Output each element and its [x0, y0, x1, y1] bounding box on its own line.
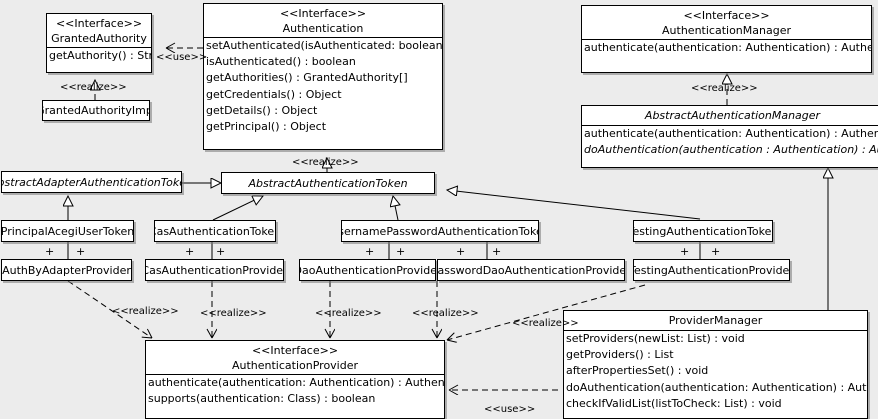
class-username-password-authentication-token[interactable]: UsernamePasswordAuthenticationToken [341, 220, 539, 242]
class-header: <<Interface>> GrantedAuthority [47, 14, 151, 47]
operation-item: authenticate(authentication: Authenticat… [584, 41, 871, 54]
multiplicity-plus: + [365, 245, 375, 258]
compartment-divider [582, 125, 878, 126]
class-dao-authentication-provider[interactable]: DaoAuthenticationProvider [299, 259, 436, 281]
class-name: AuthByAdapterProvider [2, 263, 131, 277]
operations-compartment: authenticate(authentication: Authenticat… [582, 40, 871, 56]
multiplicity-plus: + [492, 245, 502, 258]
edge-label-realize-token-authentication: <<realize>> [292, 157, 359, 168]
class-cas-authentication-token[interactable]: CasAuthenticationToken [154, 220, 276, 242]
compartment-divider [146, 374, 444, 375]
edge-label-realize-cas-provider: <<realize>> [200, 308, 267, 319]
class-abstract-authentication-token[interactable]: AbstractAuthenticationToken [221, 172, 435, 194]
class-provider-manager[interactable]: ProviderManager setProviders(newList: Li… [563, 310, 868, 419]
class-name: AuthenticationProvider [231, 359, 359, 372]
operation-item: getDetails() : Object [206, 103, 318, 117]
operation-item: doAuthentication(authentication : Authen… [584, 143, 878, 157]
edge-label-realize-provider-manager: <<realize>> [512, 318, 579, 329]
compartment-divider [564, 330, 867, 331]
multiplicity-plus: + [185, 245, 195, 258]
multiplicity-plus: + [396, 245, 406, 258]
class-authentication-provider[interactable]: <<Interface>> AuthenticationProvider aut… [145, 340, 445, 419]
operation-item: isAuthenticated() : boolean [206, 55, 356, 69]
edge-testingauthenticationtoken-extends-abstracttoken [447, 190, 701, 220]
operation-item: supports(authentication: Class) : boolea… [148, 392, 376, 406]
operation-item: getAuthorities() : GrantedAuthority[] [206, 71, 408, 85]
class-name: PasswordDaoAuthenticationProvider [437, 263, 625, 277]
multiplicity-plus: + [711, 245, 721, 258]
multiplicity-plus: + [680, 245, 690, 258]
class-name: UsernamePasswordAuthenticationToken [341, 224, 539, 238]
edge-label-realize-dao-provider: <<realize>> [315, 308, 382, 319]
operations-compartment: authenticate(authentication: Authenticat… [582, 126, 878, 158]
edge-label-use-provider-manager: <<use>> [484, 404, 536, 415]
class-auth-by-adapter-provider[interactable]: AuthByAdapterProvider [1, 259, 132, 281]
class-granted-authority-impl[interactable]: GrantedAuthorityImpl [42, 100, 150, 121]
class-header: <<Interface>> Authentication [204, 4, 442, 37]
operations-compartment: getAuthority() : String [47, 48, 151, 64]
operation-item: authenticate(authentication: Authenticat… [584, 127, 878, 140]
edge-label-realize-abstract-manager: <<realize>> [691, 83, 758, 94]
class-name: CasAuthenticationToken [154, 224, 276, 238]
operation-item: checkIfValidList(listToCheck: List) : vo… [566, 396, 782, 410]
class-name: CasAuthenticationProvider [145, 263, 284, 277]
class-name: AbstractAuthenticationManager [644, 109, 821, 122]
class-abstract-adapter-authentication-token[interactable]: AbstractAdapterAuthenticationToken [1, 171, 182, 193]
class-authentication-manager[interactable]: <<Interface>> AuthenticationManager auth… [581, 5, 872, 73]
operation-item: setProviders(newList: List) : void [566, 332, 745, 345]
class-name: PrincipalAcegiUserToken [1, 224, 134, 238]
class-name: GrantedAuthority [51, 32, 147, 45]
class-name: AbstractAuthenticationToken [248, 176, 408, 190]
edge-casauthenticationtoken-extends-abstracttoken [212, 196, 263, 221]
class-name: TestingAuthenticationProvider [633, 263, 790, 277]
class-name: DaoAuthenticationProvider [299, 263, 436, 277]
operation-item: doAuthentication(authentication: Authent… [566, 380, 867, 394]
edge-usernamepasswordtoken-extends-abstracttoken [393, 196, 398, 221]
class-name: ProviderManager [668, 314, 763, 327]
operations-compartment: setAuthenticated(isAuthenticated: boolea… [204, 38, 442, 135]
stereotype-label: <<Interface>> [251, 344, 339, 357]
operation-item: getAuthority() : String [49, 49, 152, 62]
multiplicity-plus: + [45, 245, 55, 258]
multiplicity-plus: + [216, 245, 226, 258]
class-abstract-authentication-manager[interactable]: AbstractAuthenticationManager authentica… [581, 105, 878, 168]
class-testing-authentication-provider[interactable]: TestingAuthenticationProvider [633, 259, 790, 281]
class-granted-authority[interactable]: <<Interface>> GrantedAuthority getAuthor… [46, 13, 152, 73]
operations-compartment: authenticate(authentication: Authenticat… [146, 375, 444, 407]
class-name: AbstractAdapterAuthenticationToken [2, 175, 181, 189]
stereotype-label: <<Interface>> [279, 7, 367, 20]
class-header: <<Interface>> AuthenticationProvider [146, 341, 444, 374]
class-password-dao-authentication-provider[interactable]: PasswordDaoAuthenticationProvider [437, 259, 625, 281]
class-name: GrantedAuthorityImpl [42, 104, 150, 117]
class-principal-acegi-user-token[interactable]: PrincipalAcegiUserToken [1, 220, 134, 242]
operations-compartment: setProviders(newList: List) : void getPr… [564, 331, 867, 412]
compartment-divider [582, 39, 871, 40]
operation-item: authenticate(authentication: Authenticat… [148, 376, 445, 389]
stereotype-label: <<Interface>> [683, 9, 770, 22]
class-cas-authentication-provider[interactable]: CasAuthenticationProvider [145, 259, 284, 281]
operation-item: setAuthenticated(isAuthenticated: boolea… [206, 39, 443, 52]
operation-item: getPrincipal() : Object [206, 120, 327, 134]
class-header: AbstractAuthenticationManager [582, 106, 878, 125]
compartment-divider [204, 37, 442, 38]
class-name: Authentication [282, 22, 364, 35]
compartment-divider [47, 47, 151, 48]
operation-item: afterPropertiesSet() : void [566, 364, 709, 378]
class-authentication[interactable]: <<Interface>> Authentication setAuthenti… [203, 3, 443, 150]
class-header: <<Interface>> AuthenticationManager [582, 6, 871, 39]
stereotype-label: <<Interface>> [55, 17, 143, 30]
operation-item: getCredentials() : Object [206, 87, 342, 101]
edge-label-realize-password-dao-provider: <<realize>> [412, 308, 479, 319]
edge-label-realize-granted-impl: <<realize>> [60, 82, 127, 93]
multiplicity-plus: + [456, 245, 466, 258]
multiplicity-plus: + [76, 245, 86, 258]
edge-label-realize-auth-by-adapter: <<realize>> [112, 306, 179, 317]
class-header: ProviderManager [564, 311, 867, 330]
class-name: TestingAuthenticationToken [633, 224, 773, 238]
operation-item: getProviders() : List [566, 348, 674, 362]
edge-label-use-authentication-granted: <<use>> [156, 52, 208, 63]
class-name: AuthenticationManager [662, 24, 791, 37]
class-testing-authentication-token[interactable]: TestingAuthenticationToken [633, 220, 773, 242]
